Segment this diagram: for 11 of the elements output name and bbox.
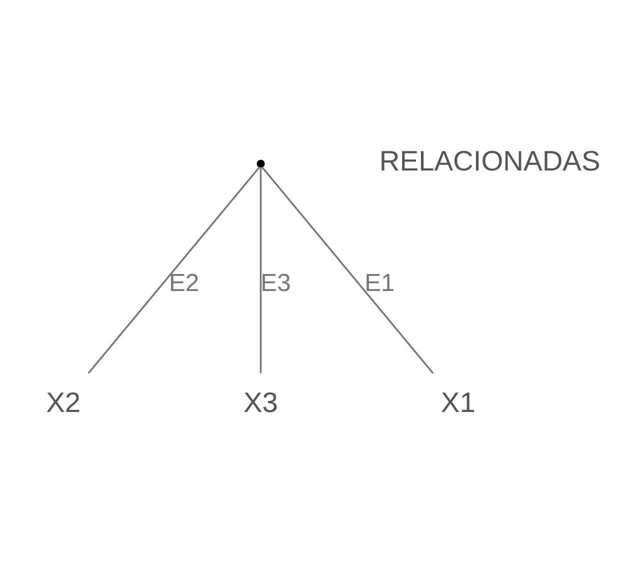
connector: [261, 166, 434, 374]
label: RELACIONADAS: [379, 144, 600, 176]
node-text: X2: [46, 385, 81, 418]
edge-label: E2: [168, 270, 200, 297]
edge-label: E1: [364, 270, 395, 297]
edge-label: E3: [260, 270, 291, 297]
node-text: X1: [440, 385, 476, 418]
node-point: [256, 159, 265, 168]
connector: [88, 166, 260, 374]
node-text: X3: [244, 385, 278, 418]
connector: [260, 166, 262, 373]
